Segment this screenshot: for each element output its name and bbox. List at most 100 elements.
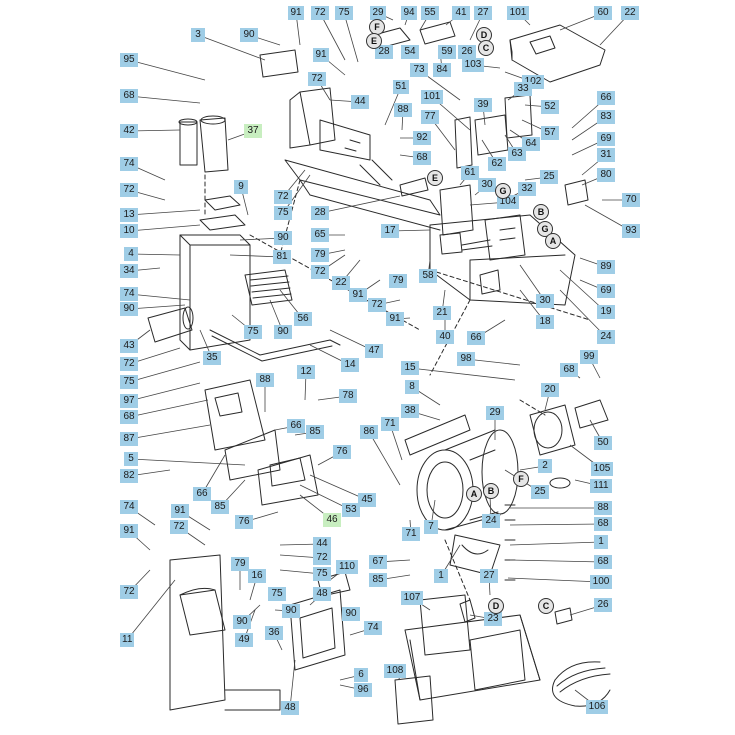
connector-letter-a: A [545, 233, 561, 249]
callout-75: 75 [335, 6, 353, 20]
leader-line [128, 424, 211, 440]
callout-88: 88 [594, 501, 612, 515]
callout-8: 8 [405, 380, 419, 394]
callout-61: 61 [461, 166, 479, 180]
leader-line [309, 474, 368, 501]
wiring-harness-drawing [552, 661, 611, 707]
callout-105: 105 [591, 462, 613, 476]
callout-80: 80 [597, 168, 615, 182]
leader-line [197, 34, 266, 61]
callout-43: 43 [120, 339, 138, 353]
leader-line [126, 579, 176, 641]
callout-68: 68 [594, 555, 612, 569]
callout-99: 99 [580, 350, 598, 364]
callout-79: 79 [311, 248, 329, 262]
leader-line [343, 12, 359, 63]
callout-16: 16 [248, 569, 266, 583]
callout-85: 85 [306, 425, 324, 439]
callout-63: 63 [508, 147, 526, 161]
callout-72: 72 [311, 6, 329, 20]
callout-57: 57 [541, 126, 559, 140]
callout-76: 76 [235, 515, 253, 529]
callout-90: 90 [233, 615, 251, 629]
leader-line [128, 382, 201, 402]
pipe-drawing [209, 329, 341, 362]
callout-24: 24 [482, 514, 500, 528]
callout-33: 33 [514, 82, 532, 96]
callout-19: 19 [597, 305, 615, 319]
callout-45: 45 [358, 493, 376, 507]
leader-line [509, 559, 604, 563]
leader-line [559, 289, 607, 338]
callout-25: 25 [531, 485, 549, 499]
callout-90: 90 [240, 28, 258, 42]
callout-91: 91 [171, 504, 189, 518]
callout-14: 14 [341, 358, 359, 372]
callout-107: 107 [401, 591, 423, 605]
callout-47: 47 [365, 344, 383, 358]
callout-24: 24 [597, 330, 615, 344]
callout-68: 68 [120, 410, 138, 424]
callout-69: 69 [597, 132, 615, 146]
callout-25: 25 [540, 170, 558, 184]
callout-110: 110 [336, 560, 358, 574]
callout-42: 42 [120, 124, 138, 138]
callout-90: 90 [120, 302, 138, 316]
connector-letter-e: E [366, 33, 382, 49]
callout-70: 70 [622, 193, 640, 207]
callout-28: 28 [311, 206, 329, 220]
top-cover-drawing [509, 24, 606, 83]
callout-2: 2 [538, 459, 552, 473]
connector-letter-b: B [483, 483, 499, 499]
transformer-base-drawing [394, 594, 541, 725]
connector-letter-f: F [513, 471, 529, 487]
callout-10: 10 [120, 224, 138, 238]
callout-21: 21 [433, 306, 451, 320]
callout-101: 101 [421, 90, 443, 104]
callout-85: 85 [369, 573, 387, 587]
callout-77: 77 [421, 110, 439, 124]
callout-86: 86 [360, 425, 378, 439]
callout-74: 74 [120, 157, 138, 171]
connector-letter-c: C [478, 40, 494, 56]
callout-72: 72 [311, 265, 329, 279]
leader-line [128, 399, 209, 418]
bracket-plate-drawing [204, 379, 319, 506]
connector-letter-c: C [538, 598, 554, 614]
lower-panel-drawing [169, 554, 281, 711]
callout-111: 111 [590, 479, 612, 493]
callout-54: 54 [401, 45, 419, 59]
callout-7: 7 [424, 520, 438, 534]
callout-91: 91 [313, 48, 329, 62]
callout-12: 12 [297, 365, 315, 379]
callout-34: 34 [120, 264, 138, 278]
callout-60: 60 [594, 6, 612, 20]
callout-85: 85 [211, 500, 229, 514]
callout-87: 87 [120, 432, 138, 446]
callout-53: 53 [342, 503, 360, 517]
callout-75: 75 [313, 567, 331, 581]
callout-9: 9 [234, 180, 248, 194]
leader-line [368, 431, 401, 486]
callout-74: 74 [364, 621, 382, 635]
callout-72: 72 [120, 183, 138, 197]
callout-26: 26 [458, 45, 476, 59]
callout-94: 94 [401, 6, 417, 20]
callout-68: 68 [413, 151, 431, 165]
callout-67: 67 [369, 555, 387, 569]
callout-68: 68 [560, 363, 578, 377]
callout-88: 88 [256, 373, 274, 387]
callout-27: 27 [474, 6, 492, 20]
callout-82: 82 [120, 469, 138, 483]
callout-90: 90 [282, 604, 300, 618]
callout-91: 91 [386, 312, 404, 326]
callout-91: 91 [288, 6, 304, 20]
callout-44: 44 [351, 95, 369, 109]
callout-44: 44 [313, 537, 331, 551]
leader-line [130, 458, 246, 466]
callout-5: 5 [124, 452, 138, 466]
leader-line [128, 304, 186, 310]
callout-64: 64 [522, 137, 540, 151]
callout-58: 58 [419, 269, 437, 283]
